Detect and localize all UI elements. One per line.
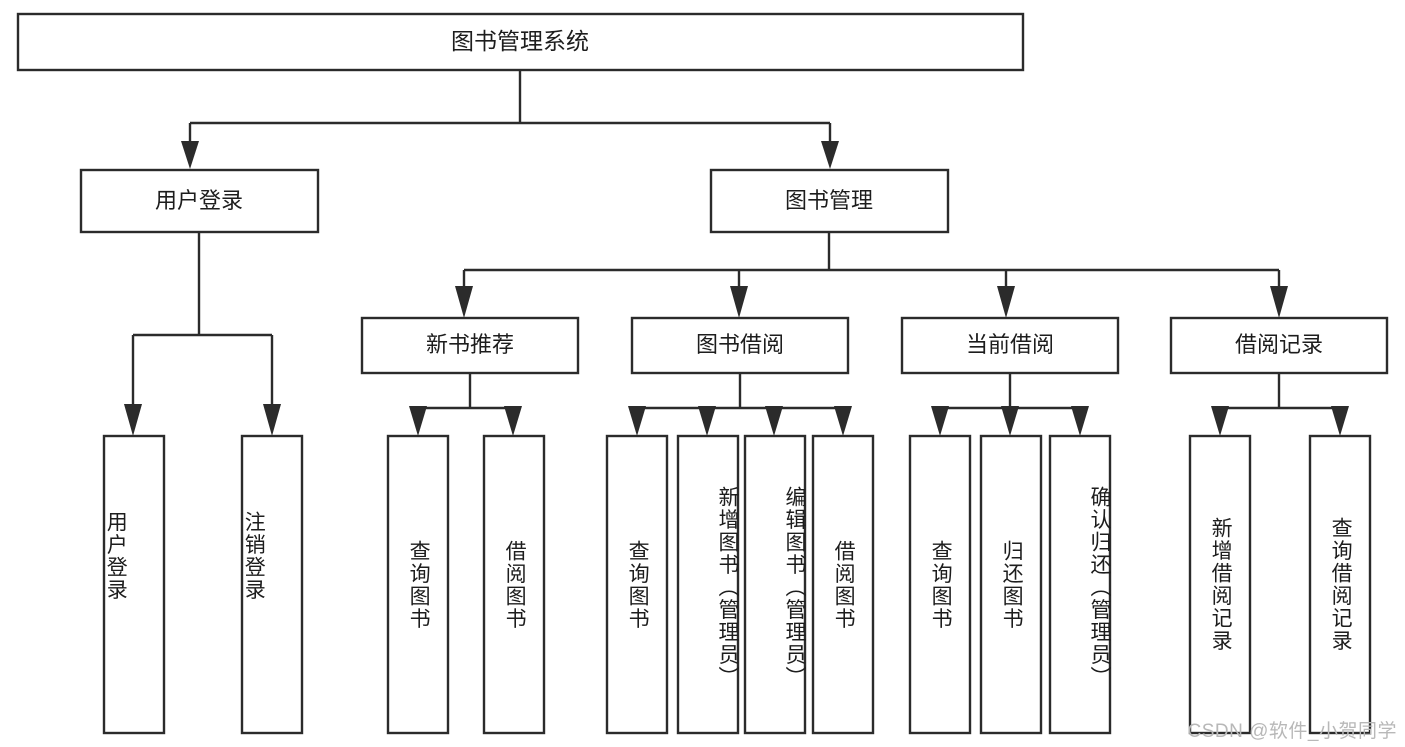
arrow-head-icon (997, 286, 1015, 318)
connector-book-management-to-level3 (455, 232, 1288, 318)
node-current-borrow-box[interactable] (900, 316, 1120, 375)
arrow-head-icon (821, 141, 839, 169)
arrow-head-icon (765, 406, 783, 436)
node-book-management-label: 图书管理 (785, 188, 873, 213)
arrow-head-icon (455, 286, 473, 318)
leaf-box-recommend-borrow[interactable] (482, 434, 546, 735)
arrow-head-icon (263, 404, 281, 436)
connector-root-to-level2 (181, 70, 839, 169)
arrow-head-icon (698, 406, 716, 436)
node-user-login-label: 用户登录 (155, 188, 243, 213)
node-new-book-recommend-box[interactable] (360, 316, 580, 375)
leaf-box-current-confirm[interactable] (1048, 434, 1112, 735)
arrow-head-icon (834, 406, 852, 436)
connector-new-book-recommend-to-leaves (409, 373, 522, 436)
leaf-box-borrow-query[interactable] (605, 434, 669, 735)
node-borrow-record[interactable]: 借阅记录 (1169, 316, 1389, 375)
leaf-box-user-login-logout[interactable] (240, 434, 304, 735)
leaf-box-borrow-lend[interactable] (811, 434, 875, 735)
connector-current-borrow-to-leaves (931, 373, 1089, 436)
leaf-box-record-add[interactable] (1188, 434, 1252, 735)
node-root-label: 图书管理系统 (451, 28, 589, 54)
watermark-text: CSDN @软件_小贺同学 (1187, 721, 1397, 742)
leaf-box-borrow-add[interactable] (676, 434, 740, 735)
node-root[interactable]: 图书管理系统 (16, 12, 1025, 72)
arrow-head-icon (1331, 406, 1349, 436)
connector-borrow-record-to-leaves (1211, 373, 1349, 436)
arrow-head-icon (1071, 406, 1089, 436)
leaf-box-borrow-edit[interactable] (743, 434, 807, 735)
arrow-head-icon (1211, 406, 1229, 436)
node-root-box[interactable] (16, 12, 1025, 72)
node-new-book-recommend-label: 新书推荐 (426, 332, 514, 357)
node-user-login-box[interactable] (79, 168, 320, 234)
connector-user-login-to-leaves (124, 232, 281, 436)
arrow-head-icon (409, 406, 427, 436)
node-book-borrow[interactable]: 图书借阅 (630, 316, 850, 375)
node-new-book-recommend[interactable]: 新书推荐 (360, 316, 580, 375)
connector-book-borrow-to-leaves (628, 373, 852, 436)
leaf-box-current-return[interactable] (979, 434, 1043, 735)
node-book-borrow-label: 图书借阅 (696, 332, 784, 357)
leaf-box-recommend-query[interactable] (386, 434, 450, 735)
node-borrow-record-label: 借阅记录 (1235, 332, 1323, 357)
node-user-login[interactable]: 用户登录 (79, 168, 320, 234)
arrow-head-icon (181, 141, 199, 169)
leaf-box-current-query[interactable] (908, 434, 972, 735)
arrow-head-icon (504, 406, 522, 436)
arrow-head-icon (124, 404, 142, 436)
arrow-head-icon (931, 406, 949, 436)
leaf-box-user-login-login[interactable] (102, 434, 166, 735)
arrow-head-icon (628, 406, 646, 436)
node-current-borrow[interactable]: 当前借阅 (900, 316, 1120, 375)
node-book-management[interactable]: 图书管理 (709, 168, 950, 234)
leaf-box-record-query[interactable] (1308, 434, 1372, 735)
node-current-borrow-label: 当前借阅 (966, 332, 1054, 357)
arrow-head-icon (730, 286, 748, 318)
arrow-head-icon (1270, 286, 1288, 318)
arrow-head-icon (1001, 406, 1019, 436)
